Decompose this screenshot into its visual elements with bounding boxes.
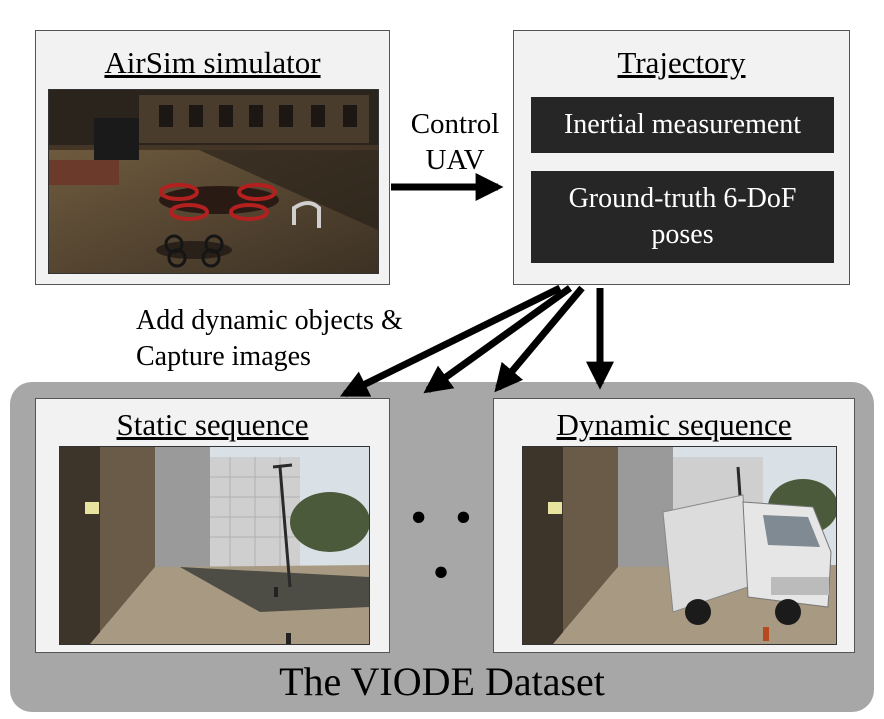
capture-label: Add dynamic objects & Capture images xyxy=(136,303,466,375)
ground-truth-poses-label-line1: Ground-truth 6-DoF xyxy=(568,183,797,214)
control-uav-label: Control UAV xyxy=(400,106,510,178)
simulator-screenshot xyxy=(48,89,379,274)
static-sequence-box: Static sequence xyxy=(35,398,390,653)
inertial-measurement-box: Inertial measurement xyxy=(531,97,834,153)
capture-label-line2: Capture images xyxy=(136,341,311,372)
capture-arrow-2 xyxy=(423,285,573,394)
simulator-box: AirSim simulator xyxy=(35,30,390,285)
dynamic-sequence-box: Dynamic sequence xyxy=(493,398,855,653)
capture-arrow-3 xyxy=(494,285,585,393)
trajectory-title: Trajectory xyxy=(617,45,746,80)
capture-label-line1: Add dynamic objects & xyxy=(136,305,403,336)
more-sequences-ellipsis: • • • xyxy=(410,491,480,599)
control-uav-line2: UAV xyxy=(425,144,485,176)
ground-truth-poses-box: Ground-truth 6-DoF poses xyxy=(531,171,834,263)
simulator-title: AirSim simulator xyxy=(104,45,321,80)
trajectory-box: Trajectory Inertial measurement Ground-t… xyxy=(513,30,850,285)
dataset-title: The VIODE Dataset xyxy=(279,659,605,704)
dynamic-sequence-title: Dynamic sequence xyxy=(556,407,792,442)
capture-arrow-1 xyxy=(339,284,562,398)
static-sequence-title: Static sequence xyxy=(116,407,309,442)
ground-truth-poses-label-line2: poses xyxy=(651,219,714,250)
dynamic-sequence-image xyxy=(522,446,837,645)
control-uav-line1: Control xyxy=(410,108,500,140)
static-sequence-image xyxy=(59,446,370,645)
inertial-measurement-label: Inertial measurement xyxy=(563,109,802,140)
